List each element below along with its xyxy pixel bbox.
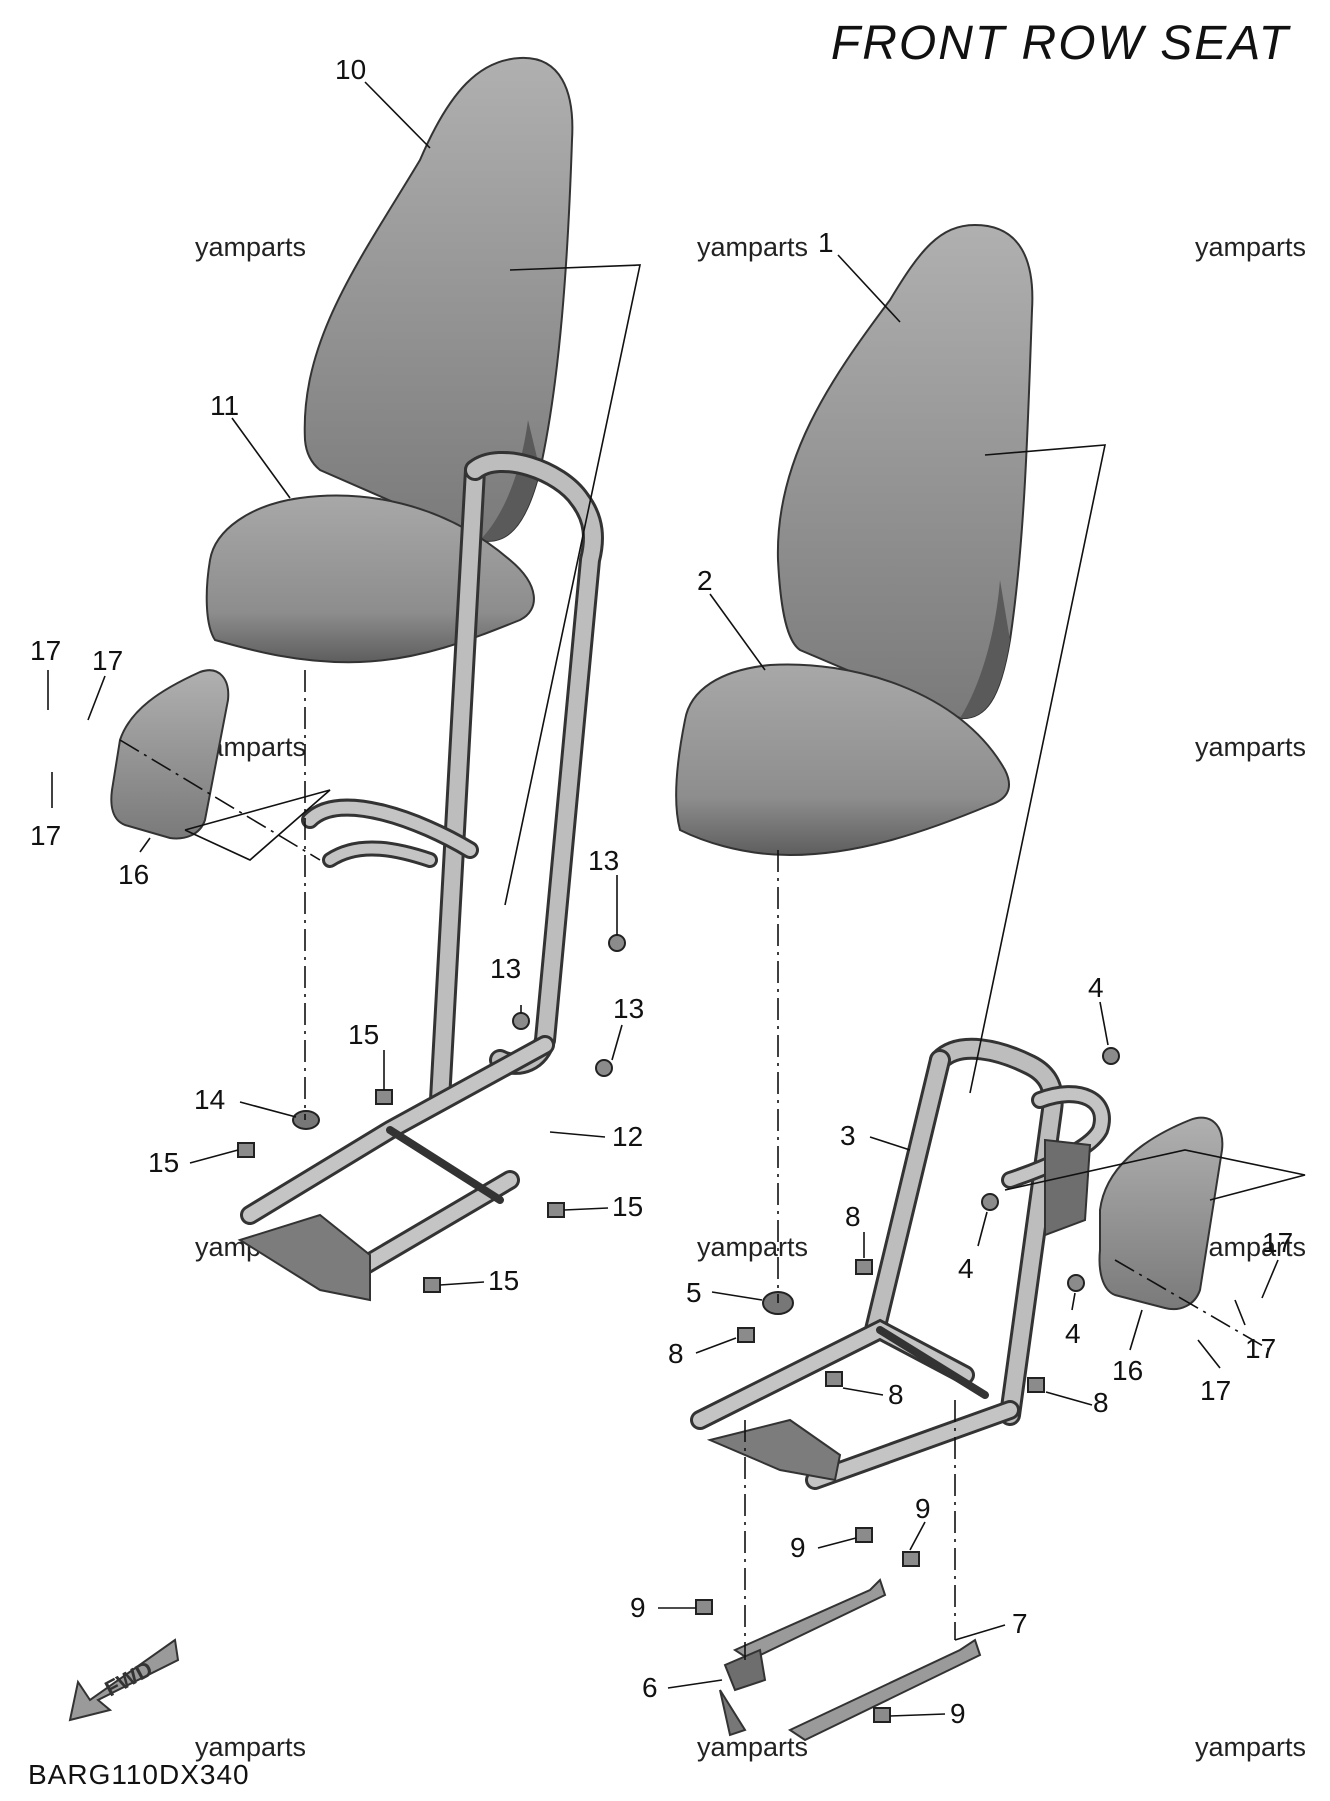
watermark: yamparts [697, 1732, 809, 1762]
callout-5: 5 [686, 1277, 702, 1308]
seat-rail-7 [732, 1578, 887, 1662]
watermark: yamparts [1195, 1732, 1307, 1762]
watermark: yamparts [195, 232, 307, 262]
callout-4: 4 [1088, 972, 1104, 1003]
seat-cushion-2 [675, 663, 1010, 857]
callouts: 10 11 1 2 17 17 17 16 13 13 13 15 15 15 [30, 54, 1293, 1729]
callout-16: 16 [1112, 1355, 1143, 1386]
watermark: yamparts [697, 232, 809, 262]
seat-rail-6 [723, 1648, 767, 1692]
diagram-title: FRONT ROW SEAT [830, 17, 1290, 70]
callout-8: 8 [668, 1338, 684, 1369]
callout-15: 15 [348, 1019, 379, 1050]
callout-17: 17 [92, 645, 123, 676]
callout-2: 2 [697, 565, 713, 596]
callout-17: 17 [1200, 1375, 1231, 1406]
watermark: yamparts [195, 1732, 307, 1762]
fwd-arrow-icon: FWD [68, 1638, 180, 1722]
callout-13: 13 [490, 953, 521, 984]
callout-15: 15 [148, 1147, 179, 1178]
side-cover-16-right [1098, 1116, 1224, 1310]
callout-8: 8 [888, 1379, 904, 1410]
callout-4: 4 [1065, 1318, 1081, 1349]
callout-8: 8 [845, 1201, 861, 1232]
callout-4: 4 [958, 1253, 974, 1284]
callout-9: 9 [790, 1532, 806, 1563]
callout-9: 9 [950, 1698, 966, 1729]
side-cover-16-left [110, 669, 230, 840]
callout-7: 7 [1012, 1608, 1028, 1639]
callout-17: 17 [1245, 1333, 1276, 1364]
reference-lines [119, 670, 1271, 1660]
callout-12: 12 [612, 1121, 643, 1152]
callout-15: 15 [612, 1191, 643, 1222]
callout-3: 3 [840, 1120, 856, 1151]
drawing-code: BARG110DX340 [28, 1759, 250, 1790]
callout-17: 17 [30, 635, 61, 666]
watermark: yamparts [1195, 732, 1307, 762]
leader-lines [184, 264, 1306, 1201]
callout-13: 13 [613, 993, 644, 1024]
callout-11: 11 [210, 390, 239, 421]
callout-15: 15 [488, 1265, 519, 1296]
callout-17: 17 [30, 820, 61, 851]
callout-9: 9 [630, 1592, 646, 1623]
grommet-14 [292, 1110, 320, 1130]
callout-1: 1 [818, 227, 834, 258]
seat-frame-3 [690, 1037, 1111, 1490]
callout-14: 14 [194, 1084, 225, 1115]
svg-text:FWD: FWD [101, 1656, 157, 1702]
bolts-right [695, 1047, 1120, 1723]
callout-16: 16 [118, 859, 149, 890]
callout-10: 10 [335, 54, 366, 85]
callout-17: 17 [1262, 1227, 1293, 1258]
seat-cushion-11 [205, 494, 535, 664]
callout-8: 8 [1093, 1387, 1109, 1418]
callout-9: 9 [915, 1493, 931, 1524]
seat-frame-12 [240, 451, 604, 1290]
watermark: yamparts [697, 1232, 809, 1262]
watermark: yamparts [1195, 232, 1307, 262]
callout-13: 13 [588, 845, 619, 876]
watermark: yamparts [1195, 1232, 1307, 1262]
callout-6: 6 [642, 1672, 658, 1703]
